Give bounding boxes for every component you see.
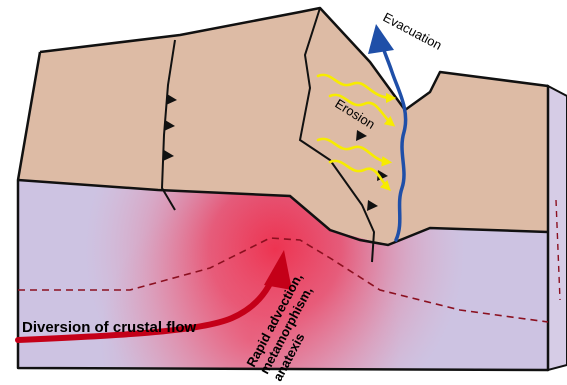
block-side-face bbox=[548, 86, 567, 370]
diversion-label: Diversion of crustal flow bbox=[22, 319, 197, 336]
evacuation-arrowhead bbox=[368, 24, 394, 54]
